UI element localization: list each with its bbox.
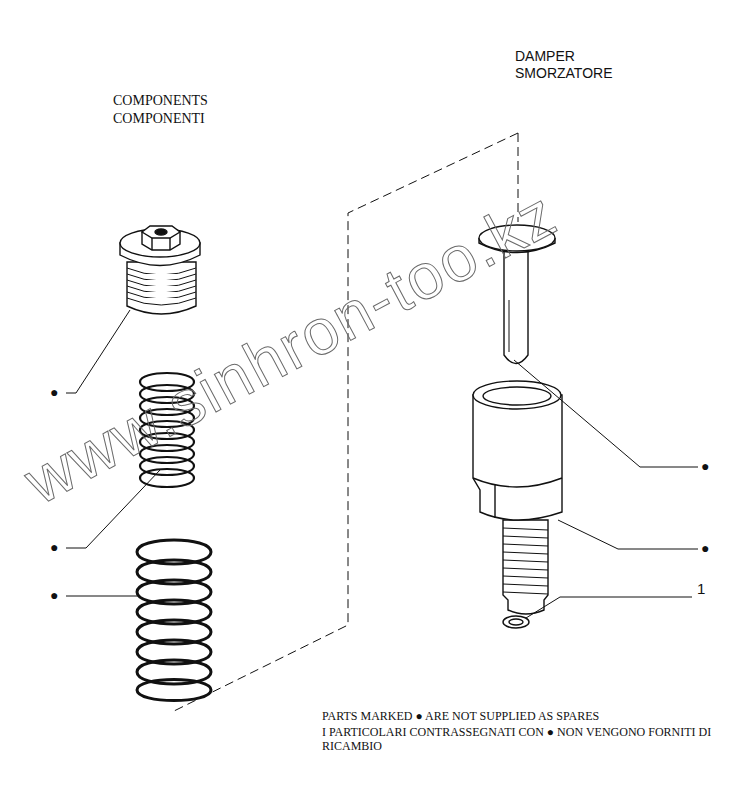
note: I PARTICOLARI CONTRASSEGNATI CON ● NON V… <box>322 725 727 754</box>
heading: DAMPER <box>515 48 575 65</box>
plug <box>120 226 200 314</box>
bullet-marker: ● <box>50 587 58 604</box>
heading: SMORZATORE <box>515 65 613 82</box>
bullet-marker: ● <box>701 458 709 475</box>
heading: COMPONENTI <box>113 111 205 128</box>
large-spring <box>137 540 211 701</box>
bullet-marker: ● <box>50 539 58 556</box>
callout-number: 1 <box>697 580 705 598</box>
note: PARTS MARKED ● ARE NOT SUPPLIED AS SPARE… <box>322 709 599 723</box>
damper-body <box>473 381 562 614</box>
washer <box>503 616 529 628</box>
bullet-marker: ● <box>701 540 709 557</box>
heading: COMPONENTS <box>113 93 208 110</box>
leader-line <box>66 310 698 618</box>
bullet-marker: ● <box>50 384 58 401</box>
